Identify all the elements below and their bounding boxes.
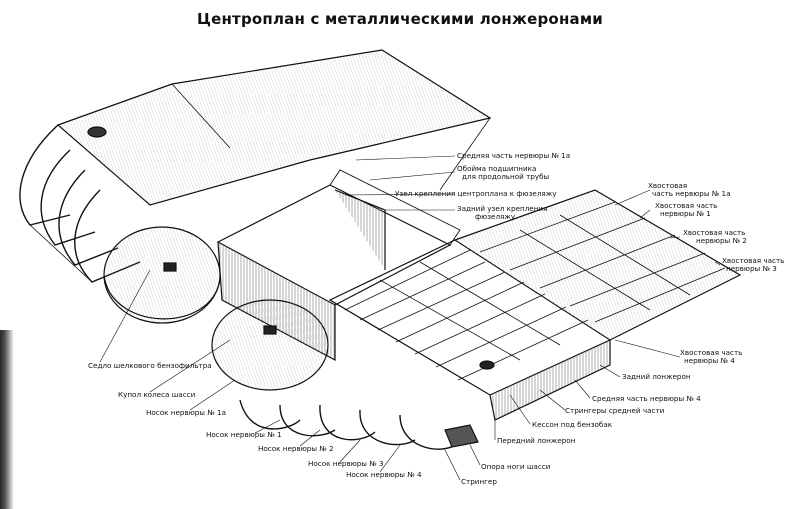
label-tank-saddle: Седло шелкового бензофильтра (88, 361, 212, 370)
left-nose-ribs (19, 124, 141, 283)
right-wheel-dome (211, 299, 329, 391)
label-rear-mount-line1: Задний узел крепления (457, 204, 548, 213)
left-wheel-dome (103, 226, 221, 324)
label-tank-housing: Кессон под бензобак (532, 420, 613, 429)
label-tail-rib-1-line1: Хвостовая часть (655, 201, 718, 210)
label-front-spar: Передний лонжерон (497, 436, 576, 445)
label-nose-rib-1a: Носок нервюры № 1а (146, 408, 227, 417)
lower-nose-ribs (239, 399, 456, 450)
label-rib-1a-middle: Средняя часть нервюры № 1а (457, 151, 571, 160)
label-tail-rib-1-line2: нервюры № 1 (660, 209, 711, 218)
upper-wing-skin (56, 49, 492, 206)
gear-support-tube (444, 424, 479, 448)
label-bearing-line1: Обойма подшипника (457, 164, 537, 173)
label-tail-rib-1a-line1: Хвостовая (648, 181, 688, 190)
label-nose-rib-4: Носок нервюры № 4 (346, 470, 422, 479)
label-tail-rib-3-line2: нервюры № 3 (726, 264, 777, 273)
label-tail-rib-4-line1: Хвостовая часть (680, 348, 743, 357)
label-fuselage-mount: Узел крепления центроплана к фюзеляжу (395, 189, 557, 198)
label-nose-rib-3: Носок нервюры № 3 (308, 459, 384, 468)
label-tail-rib-2-line2: нервюры № 2 (696, 236, 747, 245)
label-tail-rib-2-line1: Хвостовая часть (683, 228, 746, 237)
label-rear-spar: Задний лонжерон (622, 372, 691, 381)
label-rear-mount-line2: фюзеляжу (475, 212, 516, 221)
label-wheel-dome: Купол колеса шасси (118, 390, 196, 399)
page-title: Центроплан с металлическими лонжеронами (197, 10, 603, 28)
label-middle-stringers: Стрингеры средней части (565, 406, 665, 415)
label-stringer: Стрингер (461, 477, 497, 486)
label-tail-rib-4-line2: нервюры № 4 (684, 356, 735, 365)
scan-edge-shadow (0, 330, 14, 509)
label-gear-support: Опора ноги шасси (481, 462, 551, 471)
label-tail-rib-3-line1: Хвостовая часть (722, 256, 785, 265)
label-nose-rib-2: Носок нервюры № 2 (258, 444, 334, 453)
label-tail-rib-1a-line2: часть нервюры № 1а (652, 189, 731, 198)
label-nose-rib-1: Носок нервюры № 1 (206, 430, 282, 439)
label-rib-4-middle: Средняя часть нервюры № 4 (592, 394, 701, 403)
label-bearing-line2: для продольной трубы (462, 172, 550, 181)
